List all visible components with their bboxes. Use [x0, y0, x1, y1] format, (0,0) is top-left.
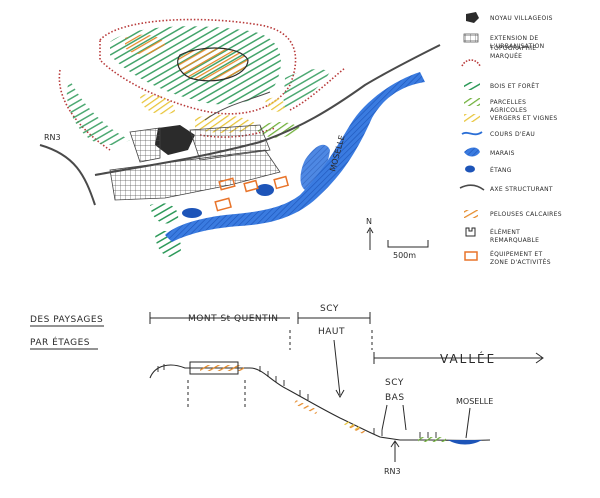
legend-label-element: REMARQUABLE	[490, 237, 539, 244]
legend-label-topo: TOPOGRAPHIE	[489, 45, 536, 52]
legend-etang-icon	[465, 165, 475, 173]
legend-bois-icon	[464, 82, 480, 90]
legend-label-parcelles: AGRICOLES	[490, 107, 527, 114]
legend-noyau-icon	[466, 12, 479, 23]
parcelles-2	[150, 203, 179, 224]
topo-ridge-east	[289, 67, 346, 111]
north-label: N	[366, 217, 372, 226]
section-area: DES PAYSAGES PAR ÉTAGES MONT St QUENTIN …	[30, 304, 544, 476]
map-area: RN3 MOSELLE N 500m	[39, 18, 441, 260]
section-title-line1: DES PAYSAGES	[30, 315, 103, 325]
legend-label-topo: MARQUÉE	[490, 52, 522, 60]
terrain-profile	[149, 364, 491, 441]
section-label-moselle: MOSELLE	[456, 397, 493, 406]
vergers-3	[265, 97, 285, 112]
legend-label-noyau: NOYAU VILLAGEOIS	[490, 15, 553, 22]
urbanisation-south	[109, 149, 281, 201]
legend-label-equipement: ZONE D'ACTIVITÉS	[490, 258, 551, 266]
urbanisation-north	[129, 127, 161, 163]
legend-label-etang: ÉTANG	[490, 166, 512, 174]
legend-label-equipement: ÉQUIPEMENT ET	[490, 250, 543, 258]
section-label-rn3: RN3	[384, 467, 401, 476]
slope-pelouse-1	[294, 400, 318, 414]
legend: NOYAU VILLAGEOIS EXTENSION DEL'URBANISATI…	[459, 12, 562, 266]
legend-pelouses-icon	[464, 210, 478, 218]
section-river	[448, 440, 482, 445]
legend-label-extension: L'URBANISATION	[490, 43, 544, 50]
section-label-scy-haut-2: HAUT	[318, 327, 345, 337]
forest-west	[66, 80, 130, 145]
equipement-1	[218, 177, 236, 191]
valley-green	[418, 437, 446, 442]
marais	[300, 144, 330, 190]
etang-1	[182, 208, 202, 218]
section-label-scy-bas-1: SCY	[385, 378, 404, 388]
road-secondary	[204, 91, 271, 121]
legend-element-icon	[465, 227, 476, 237]
vergers-1	[140, 94, 175, 115]
urbanisation-centre	[189, 124, 271, 161]
section-title-line2: PAR ÉTAGES	[30, 336, 90, 348]
equipement-2	[243, 179, 259, 193]
slope-pelouse-2	[348, 424, 365, 434]
road-rn3	[39, 44, 441, 206]
legend-label-element: ÉLÉMENT	[490, 228, 520, 236]
section-label-scy-haut-1: SCY	[320, 304, 339, 314]
legend-label-cours: COURS D'EAU	[490, 131, 535, 138]
noyau-villageois	[155, 125, 195, 155]
legend-extension-icon	[463, 33, 479, 43]
legend-marais-icon	[464, 147, 480, 157]
etang-2	[256, 184, 274, 196]
legend-label-extension: EXTENSION DE	[490, 35, 538, 42]
scale-label: 500m	[393, 251, 416, 260]
legend-label-marais: MARAIS	[490, 150, 515, 157]
pelouses-plateau	[125, 34, 165, 55]
north-arrow: N	[366, 217, 374, 250]
legend-label-bois: BOIS ET FORÊT	[490, 82, 539, 90]
forest-east	[283, 69, 330, 110]
parcelles-1	[255, 122, 300, 138]
section-label-vallee: VALLÉE	[440, 351, 496, 366]
legend-vergers-icon	[464, 114, 480, 122]
section-label-mont: MONT St QUENTIN	[188, 314, 279, 324]
river-moselle	[165, 72, 425, 242]
legend-parcelles-icon	[464, 98, 480, 106]
plateau-pelouse	[200, 365, 244, 371]
legend-label-vergers: VERGERS ET VIGNES	[490, 115, 557, 122]
plateau-forest-block	[189, 361, 239, 375]
equipement-3	[273, 175, 290, 190]
legend-label-pelouses: PELOUSES CALCAIRES	[490, 211, 562, 218]
legend-cours-icon	[461, 131, 483, 136]
legend-axe-icon	[459, 184, 485, 191]
map-label-rn3: RN3	[44, 133, 61, 142]
section-label-scy-bas-2: BAS	[385, 393, 405, 403]
legend-label-axe: AXE STRUCTURANT	[490, 186, 553, 193]
equipement-4	[214, 197, 232, 212]
legend-topo-icon	[461, 59, 481, 67]
legend-equipement-icon	[464, 251, 478, 261]
legend-label-parcelles: PARCELLES	[490, 99, 526, 106]
scale-bar: 500m	[387, 240, 429, 260]
pelouses-plateau-2	[177, 47, 249, 82]
section-trees	[157, 364, 437, 438]
